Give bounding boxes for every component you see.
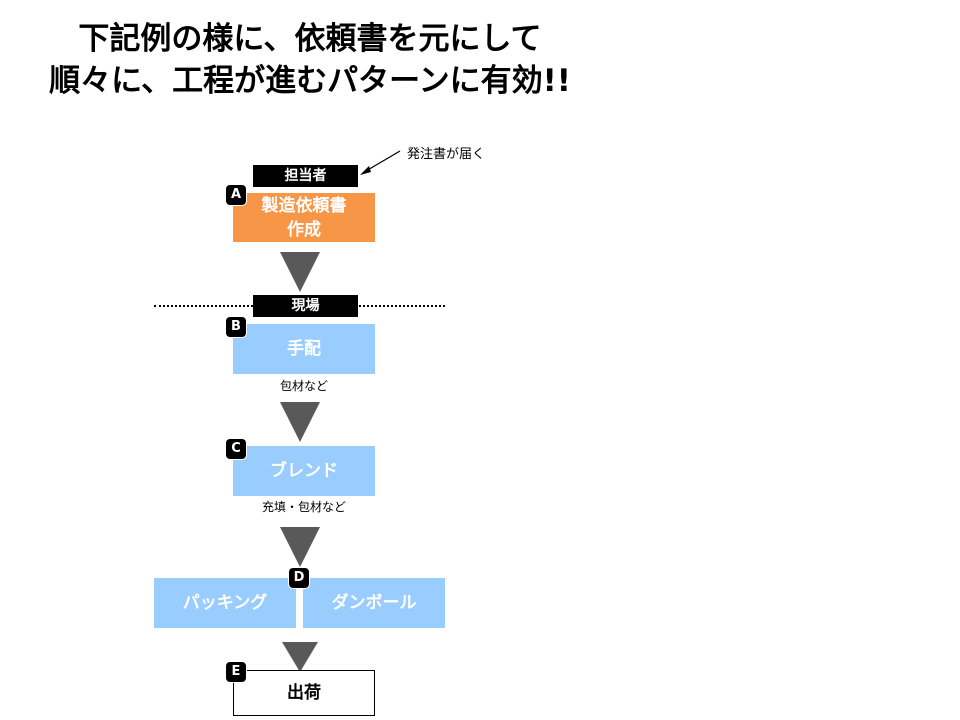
flow-arrow-b-c: [280, 402, 320, 442]
step-d-left-box: パッキング: [154, 578, 296, 628]
note-pointer-arrow: [365, 150, 401, 172]
step-b-label: 手配: [287, 339, 321, 359]
flow-arrow-a-b: [280, 252, 320, 292]
step-c-label: ブレンド: [270, 461, 338, 481]
step-d-right-box: ダンボール: [303, 578, 445, 628]
step-a-line2: 作成: [287, 219, 321, 240]
order-note: 発注書が届く: [407, 147, 486, 162]
step-c-caption: 充填・包材など: [261, 500, 346, 514]
step-e-label: 出荷: [287, 683, 321, 703]
step-b-caption: 包材など: [279, 379, 328, 393]
step-c-box: ブレンド: [233, 446, 375, 496]
department-label-site: 現場: [253, 295, 358, 317]
step-d-right-label: ダンボール: [331, 593, 417, 613]
step-b-box: 手配: [233, 324, 375, 374]
step-a-box: 製造依頼書 作成: [233, 193, 375, 242]
flow-arrow-d-e: [282, 642, 318, 672]
note-pointer-arrowhead: [360, 166, 371, 175]
step-a-badge: A: [226, 185, 246, 205]
step-c-badge: C: [226, 439, 246, 459]
step-d-badge: D: [289, 568, 309, 588]
step-b-badge: B: [226, 317, 246, 337]
title-line-2: 順々に、工程が進むパターンに有効!!: [49, 63, 571, 99]
step-d-left-label: パッキング: [182, 593, 268, 613]
page-title: 下記例の様に、依頼書を元にして 順々に、工程が進むパターンに有効!!: [0, 18, 620, 102]
step-e-box: 出荷: [233, 670, 375, 716]
department-label-staff: 担当者: [253, 165, 358, 187]
title-line-1: 下記例の様に、依頼書を元にして: [78, 21, 542, 57]
step-a-line1: 製造依頼書: [261, 195, 347, 216]
step-e-badge: E: [226, 662, 246, 682]
flow-arrow-c-d: [280, 527, 320, 567]
